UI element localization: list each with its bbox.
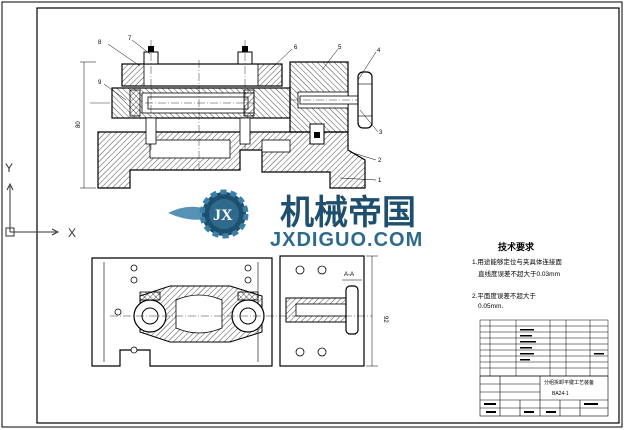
tech-requirement-line-4: 0.05mm. — [478, 303, 503, 310]
ucs-x-label: X — [68, 226, 76, 240]
sheet-inner-border — [36, 7, 620, 424]
parts-list-fills — [520, 329, 604, 361]
dimension-plan-width: 92 — [382, 316, 388, 323]
balloon-part-9: 9 — [98, 80, 102, 86]
ucs-y-label: Y — [5, 161, 13, 175]
parts-list-table — [479, 319, 609, 377]
front-view-section — [80, 40, 373, 189]
watermark — [168, 189, 249, 239]
tech-requirement-line-1: 1.用途能够定位与夹具体连接面 — [472, 257, 562, 266]
balloon-part-2: 2 — [378, 158, 382, 164]
ucs-icon — [5, 182, 60, 237]
balloon-part-1: 1 — [378, 178, 382, 184]
title-block-fills — [484, 403, 598, 413]
balloon-part-4: 4 — [377, 48, 381, 54]
balloon-part-5: 5 — [338, 45, 342, 51]
watermark-logo-text: JX — [213, 207, 233, 224]
balloon-part-3: 3 — [379, 130, 383, 136]
tech-requirement-line-2: 直线度误差不超大于0.03mm — [478, 269, 560, 278]
dimension-front-height: 80 — [76, 121, 82, 128]
title-block — [479, 375, 609, 417]
balloon-part-6: 6 — [294, 45, 298, 51]
title-block-name-1: 分组拆卸平键工艺装备 — [544, 379, 594, 386]
watermark-brand-cn: 机械帝国 — [280, 194, 416, 232]
tech-requirements-title: 技术要求 — [498, 241, 535, 252]
tech-requirement-line-3: 2.平面度误差不超大于 — [472, 291, 536, 300]
plan-view — [91, 255, 378, 367]
watermark-brand-en: JXDIGUO.COM — [270, 229, 423, 251]
title-block-name-2: BA24-1 — [552, 391, 569, 397]
part-leader-lines — [103, 39, 379, 181]
balloon-part-7: 7 — [128, 36, 132, 42]
section-mark-label: A-A — [344, 272, 354, 278]
balloon-part-8: 8 — [98, 40, 102, 46]
